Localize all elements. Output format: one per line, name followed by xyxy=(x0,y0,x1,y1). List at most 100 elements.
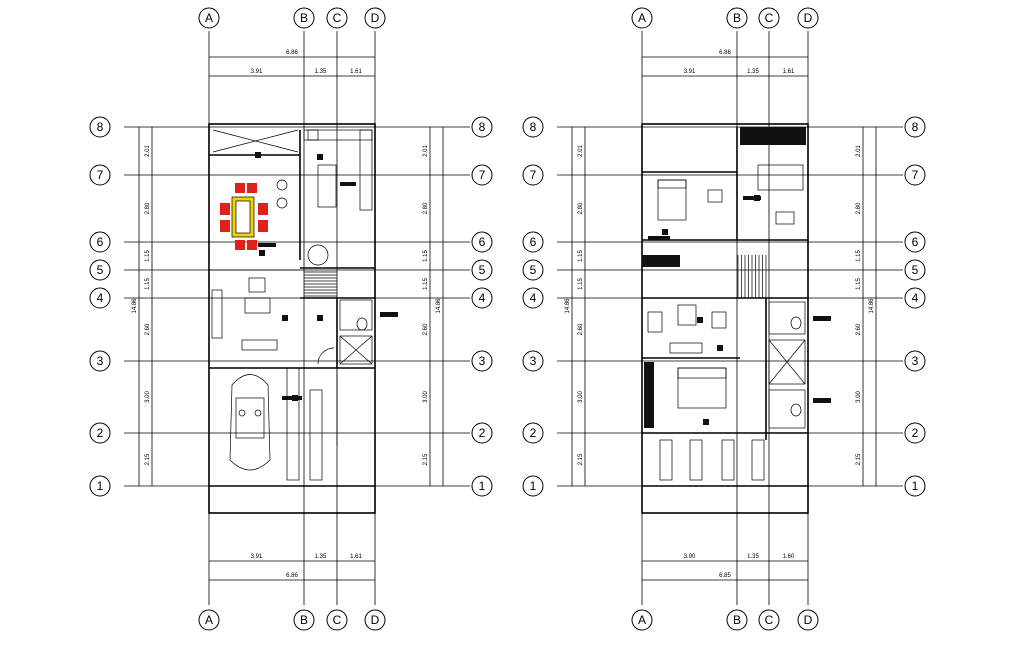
grid-label-1: 1 xyxy=(530,479,537,493)
wardrobe xyxy=(644,362,654,428)
right_dims-segment: 3.00 xyxy=(423,391,429,403)
room-marker xyxy=(317,315,323,321)
grid-bubble-D xyxy=(797,609,819,631)
bed xyxy=(757,164,804,191)
dining-chair xyxy=(258,220,268,232)
grid-label-2: 2 xyxy=(912,426,919,440)
right_dims-total: 14.86 xyxy=(436,298,442,314)
grid-bubble-5 xyxy=(522,259,544,281)
left_dims-segment: 2.60 xyxy=(145,323,151,335)
bathroom xyxy=(768,389,806,429)
grid-label-D: D xyxy=(804,613,813,627)
kitchen-counter xyxy=(303,129,373,141)
grid-label-2: 2 xyxy=(97,426,104,440)
room-marker xyxy=(317,154,323,160)
grid-label-8: 8 xyxy=(479,120,486,134)
grid-label-6: 6 xyxy=(97,235,104,249)
left_dims-total: 14.86 xyxy=(565,298,571,314)
toilet xyxy=(790,403,802,417)
grid-label-3: 3 xyxy=(97,354,104,368)
top-segment-dim: 1.35 xyxy=(315,69,327,75)
top-segment-dim: 1.35 xyxy=(747,69,759,75)
level-tag xyxy=(380,312,398,317)
car-seat xyxy=(238,409,246,417)
grid-label-3: 3 xyxy=(912,354,919,368)
patio-diagonal xyxy=(212,129,299,153)
dining-chair xyxy=(258,203,268,215)
tv-unit xyxy=(241,339,278,351)
grid-label-5: 5 xyxy=(97,263,104,277)
dining-chair xyxy=(220,203,230,215)
bottom-segment-dim: 1.35 xyxy=(747,554,759,560)
grid-bubble-7 xyxy=(522,164,544,186)
grid-bubble-C xyxy=(758,609,780,631)
grid-label-2: 2 xyxy=(530,426,537,440)
grid-label-4: 4 xyxy=(530,291,537,305)
grid-bubble-D xyxy=(364,609,386,631)
grid-label-8: 8 xyxy=(530,120,537,134)
room-marker xyxy=(717,345,723,351)
grid-bubble-C xyxy=(758,7,780,29)
top-segment-dim: 1.61 xyxy=(783,69,795,75)
left_dims-segment: 3.00 xyxy=(145,391,151,403)
room-marker xyxy=(259,250,265,256)
grid-label-8: 8 xyxy=(97,120,104,134)
bed-pillows xyxy=(657,179,687,189)
level-tag xyxy=(648,236,670,240)
bottom-segment-dim: 1.35 xyxy=(315,554,327,560)
grid-label-3: 3 xyxy=(530,354,537,368)
grid-label-4: 4 xyxy=(97,291,104,305)
sofa xyxy=(211,289,223,339)
left_dims-segment: 2.15 xyxy=(578,453,584,465)
left_dims-segment: 2.01 xyxy=(145,145,151,157)
grid-label-6: 6 xyxy=(912,235,919,249)
grid-label-1: 1 xyxy=(479,479,486,493)
grid-bubble-3 xyxy=(471,350,493,372)
right_dims-segment: 2.80 xyxy=(423,202,429,214)
left_dims-segment: 2.60 xyxy=(578,323,584,335)
bed xyxy=(657,179,687,221)
bottom-segment-dim: 1.61 xyxy=(350,554,362,560)
grid-label-C: C xyxy=(765,613,774,627)
level-tag xyxy=(813,398,831,403)
grid-bubble-A xyxy=(631,7,653,29)
grid-bubble-8 xyxy=(471,116,493,138)
kitchen-island xyxy=(317,164,337,208)
dining-chair xyxy=(235,240,245,250)
grid-label-A: A xyxy=(205,11,213,25)
balcony-planter xyxy=(659,439,673,481)
side-table xyxy=(647,311,663,333)
car-cabin xyxy=(235,397,265,439)
top-total-dim: 6.86 xyxy=(719,50,731,56)
bottom-segment-dim: 3.90 xyxy=(684,554,696,560)
level-tag xyxy=(813,316,831,321)
grid-bubble-7 xyxy=(471,164,493,186)
grid-bubble-6 xyxy=(471,231,493,253)
grid-label-1: 1 xyxy=(97,479,104,493)
level-tag xyxy=(258,243,276,247)
grid-bubble-6 xyxy=(89,231,111,253)
grid-bubble-7 xyxy=(904,164,926,186)
grid-label-7: 7 xyxy=(479,168,486,182)
grid-label-B: B xyxy=(733,11,741,25)
level-tag xyxy=(340,182,356,186)
outer-wall xyxy=(208,123,376,514)
grid-label-5: 5 xyxy=(479,263,486,277)
left_dims-total: 14.86 xyxy=(132,298,138,314)
grid-label-C: C xyxy=(333,11,342,25)
grid-bubble-6 xyxy=(522,231,544,253)
top-segment-dim: 1.61 xyxy=(350,69,362,75)
grid-label-C: C xyxy=(333,613,342,627)
left_dims-segment: 2.80 xyxy=(578,202,584,214)
grid-label-C: C xyxy=(765,11,774,25)
grid-bubble-6 xyxy=(904,231,926,253)
right_dims-segment: 3.00 xyxy=(856,391,862,403)
grid-label-D: D xyxy=(371,613,380,627)
right_dims-segment: 1.15 xyxy=(856,250,862,262)
grid-bubble-4 xyxy=(89,287,111,309)
grid-bubble-5 xyxy=(471,259,493,281)
shower xyxy=(768,339,806,385)
sofa xyxy=(669,342,703,354)
